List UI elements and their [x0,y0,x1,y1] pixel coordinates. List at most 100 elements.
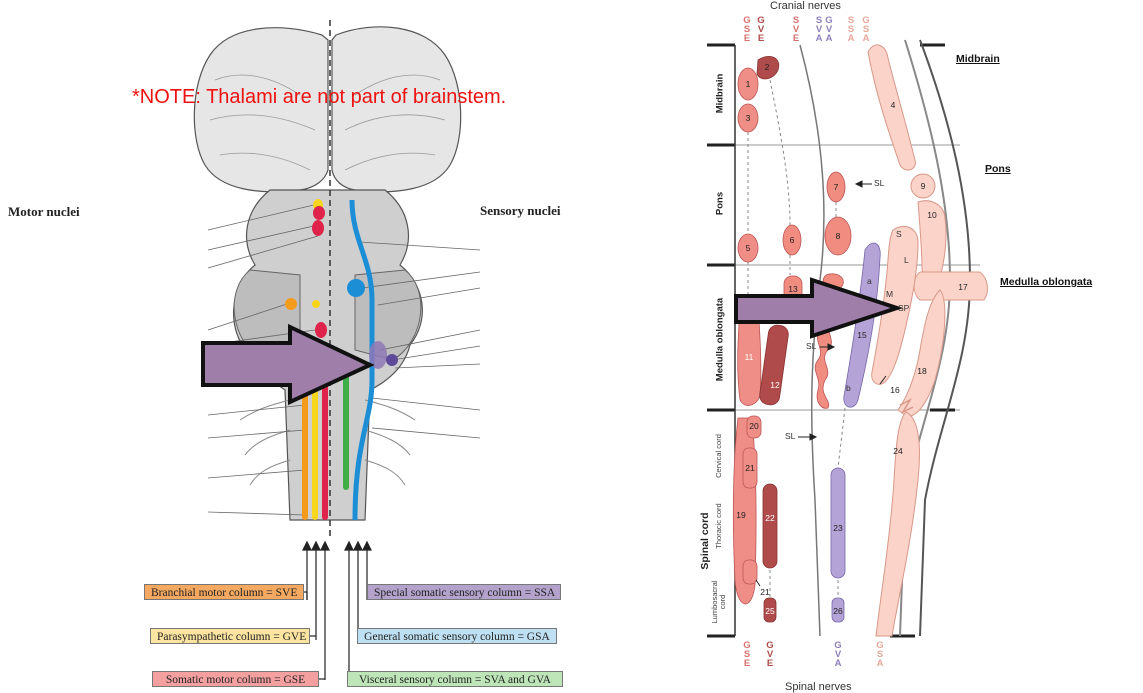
column-connectors [747,79,846,598]
num-4: 4 [890,100,896,110]
visceral-nuclei [830,242,881,623]
letter: E [757,33,765,44]
nucleus-17 [913,271,988,301]
letter: A [825,33,833,44]
label-a: a [867,276,872,286]
label-s: S [896,229,902,239]
letter: V [792,24,800,35]
column-gsa-bottom: G S A [874,640,886,669]
column-sve-top: S V E [790,16,802,44]
letter: G [743,15,751,26]
label-sl-2: SL [806,341,817,351]
num-26: 26 [833,606,843,616]
num-25: 25 [765,606,775,616]
num-10: 10 [927,210,937,220]
column-gve-top: G V E [755,15,767,44]
legend-visceral-sensory: Visceral sensory column = SVA and GVA [347,671,563,687]
nucleus-23 [830,467,846,579]
nucleus-11 [737,304,762,406]
legend-up-arrows [301,540,373,680]
break-mark [899,398,914,414]
label-m: M [886,289,894,299]
num-2: 2 [764,62,770,72]
legend-special-somatic-sensory: Special somatic sensory column = SSA [367,584,561,600]
sulcus-limitans-line [799,44,825,637]
nucleus-15 [843,242,881,408]
region-pons-right: Pons [985,163,1011,175]
thalamus-shading [209,74,446,171]
nucleus-25 [763,597,777,623]
column-yellow [312,370,318,520]
nucleus-9 [910,173,936,199]
gse-nuclei [732,67,762,605]
right-thalamus [331,26,462,193]
nucleus-5 [737,233,759,263]
letter: V [766,649,774,660]
nucleus-3 [737,103,759,133]
letter: E [792,33,800,44]
num-7: 7 [833,182,839,192]
num-11: 11 [744,352,754,362]
nucleus-red-pons [315,322,327,338]
num-1: 1 [745,79,751,89]
column-gva-bottom: G V A [832,641,844,669]
num-6: 6 [789,235,795,245]
region-midbrain-left: Midbrain [714,73,726,114]
nucleus-22 [762,483,778,569]
legend-parasympathetic: Parasympathetic column = GVE [150,628,310,644]
num-22: 22 [765,513,775,523]
legend-general-somatic-sensory: General somatic sensory column = GSA [357,628,557,644]
num-15: 15 [857,330,867,340]
label-sp: SP [898,303,910,313]
column-green [343,360,349,490]
letter: A [876,658,884,669]
sensory-nuclei-right [867,44,988,637]
column-gse-top: G S E [741,15,753,44]
sensory-nuclei [343,199,398,521]
num-12: 12 [770,380,780,390]
legend-branchial-motor: Branchial motor column = SVE [144,584,304,600]
nucleus-4 [867,44,916,171]
letter: S [815,15,823,26]
letter: G [757,15,765,26]
sl-arrows [755,180,887,587]
nucleus-7 [826,171,846,203]
num-20: 20 [749,421,759,431]
nucleus-18 [897,289,946,417]
region-midbrain-right: Midbrain [956,53,1000,65]
thalami-note: *NOTE: Thalami are not part of brainstem… [132,86,507,108]
letter: G [876,640,884,651]
column-ssa-top: S S A [845,16,857,44]
column-blue [349,199,375,521]
column-gve-bottom: G V E [764,641,776,669]
sensory-nuclei-title: Sensory nuclei [480,203,561,218]
label-b: b [846,383,851,393]
letter: G [743,640,751,651]
column-sva-top: S V A [813,15,825,44]
letter: E [743,33,751,44]
num-3: 3 [745,113,751,123]
letter: V [825,24,833,35]
nucleus-24 [875,411,920,637]
num-21-lower: 21 [760,587,770,597]
nucleus-20 [746,415,762,439]
cranial-nerves-title: Cranial nerves [770,0,841,12]
nucleus-8 [824,216,852,256]
nucleus-21b [742,559,758,585]
nucleus-orange-pons [285,298,297,310]
column-red [322,360,328,520]
letter: V [834,649,842,660]
column-gsa-top: G S A [860,16,872,44]
region-thoracic: Thoracic cord [714,503,723,549]
letter: A [815,33,823,44]
column-gse-bottom: G S E [741,640,753,669]
nucleus-blue-pons [347,279,365,297]
gve-nuclei [756,56,789,623]
label-sl-1: SL [874,178,885,188]
spinal-nerves-title: Spinal nerves [785,681,852,693]
letter: S [743,649,751,660]
num-16: 16 [890,385,900,395]
column-gva-top: G V A [823,16,835,44]
label-l: L [904,255,909,265]
